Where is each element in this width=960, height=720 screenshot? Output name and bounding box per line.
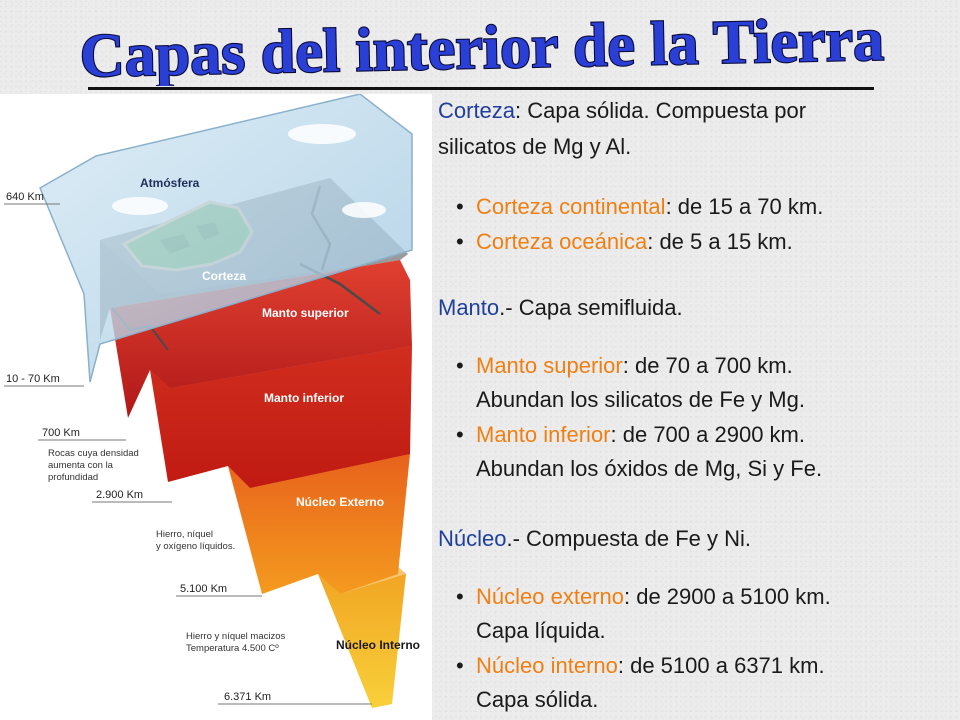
label-10-70km: 10 - 70 Km [6,373,60,385]
manto-paragraph: Manto.- Capa semifluida. [438,295,683,320]
label-rocas-1: Rocas cuya densidad [48,448,139,459]
term-manto: Manto [438,295,500,320]
label-manto-inferior: Manto inferior [264,391,344,405]
label-corteza: Corteza [202,269,246,283]
title-underline [88,87,874,90]
label-manto-superior: Manto superior [262,306,349,320]
atmosphere-shape [39,94,413,383]
nucleo-paragraph: Núcleo.- Compuesta de Fe y Ni. [438,526,752,551]
label-640km: 640 Km [6,191,44,203]
manto-inferior-detail: Abundan los óxidos de Mg, Si y Fe. [476,456,823,481]
label-hierro-2: y oxígeno líquidos. [156,541,235,552]
label-2900km: 2.900 Km [96,489,143,501]
manto-superior-detail: Abundan los silicatos de Fe y Mg. [476,387,805,412]
label-rocas-3: profundidad [48,472,98,483]
label-rocas-2: aumenta con la [48,460,114,471]
label-atmosfera: Atmósfera [140,176,200,190]
nucleo-interno-detail: Capa sólida. [476,687,599,712]
nucleo-externo-detail: Capa líquida. [476,618,606,643]
label-nucleo-externo: Núcleo Externo [296,495,384,509]
corteza-paragraph-line2: silicatos de Mg y Al. [438,134,632,159]
label-macizos-1: Hierro y níquel macizos [186,631,286,642]
page-title-text: Capas del interior de la Tierra [79,6,884,86]
term-nucleo: Núcleo [438,526,507,551]
label-nucleo-interno: Núcleo Interno [336,638,420,652]
label-5100km: 5.100 Km [180,583,227,595]
earth-layers-figure: Atmósfera Corteza Manto superior Manto i… [0,94,432,720]
page-title: Capas del interior de la Tierra [0,2,960,86]
label-macizos-2: Temperatura 4.500 Cº [186,643,279,654]
label-6371km: 6.371 Km [224,691,271,703]
label-700km: 700 Km [42,427,80,439]
label-hierro-1: Hierro, níquel [156,529,213,540]
corteza-paragraph: Corteza: Capa sólida. Compuesta por [438,98,807,123]
term-corteza: Corteza [438,98,516,123]
